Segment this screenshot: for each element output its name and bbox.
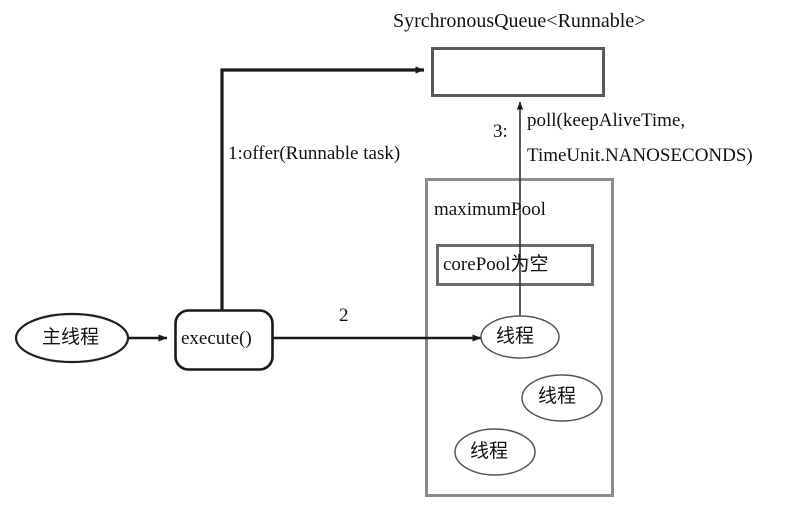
thread-ellipse-0 — [480, 315, 560, 359]
thread-ellipse-2 — [454, 428, 536, 476]
thread-ellipse-1 — [521, 374, 603, 422]
offer-arrow-label: 1:offer(Runnable task) — [228, 143, 401, 164]
synchronous-queue-title: SyrchronousQueue<Runnable> — [393, 10, 646, 32]
thread-label-2: 线程 — [470, 441, 509, 462]
offer-arrow-path — [220, 66, 425, 341]
thread-label-0: 线程 — [496, 326, 535, 347]
execute-node-label: execute() — [181, 328, 252, 349]
core-pool-box — [436, 244, 594, 286]
poll-arrow-label-line2: TimeUnit.NANOSECONDS) — [527, 145, 753, 166]
core-pool-label: corePool为空 — [443, 254, 549, 275]
execute-to-thread-arrow-label: 2 — [339, 305, 349, 326]
maximum-pool-label: maximumPool — [434, 199, 546, 220]
poll-arrow-index-label: 3: — [493, 121, 508, 142]
poll-arrow-label-line1: poll(keepAliveTime, — [527, 110, 686, 131]
thread-label-1: 线程 — [538, 386, 577, 407]
execute-box — [174, 309, 274, 371]
synchronous-queue-box — [431, 47, 605, 97]
main-thread-label: 主线程 — [42, 327, 100, 348]
main-thread-ellipse — [14, 312, 130, 364]
